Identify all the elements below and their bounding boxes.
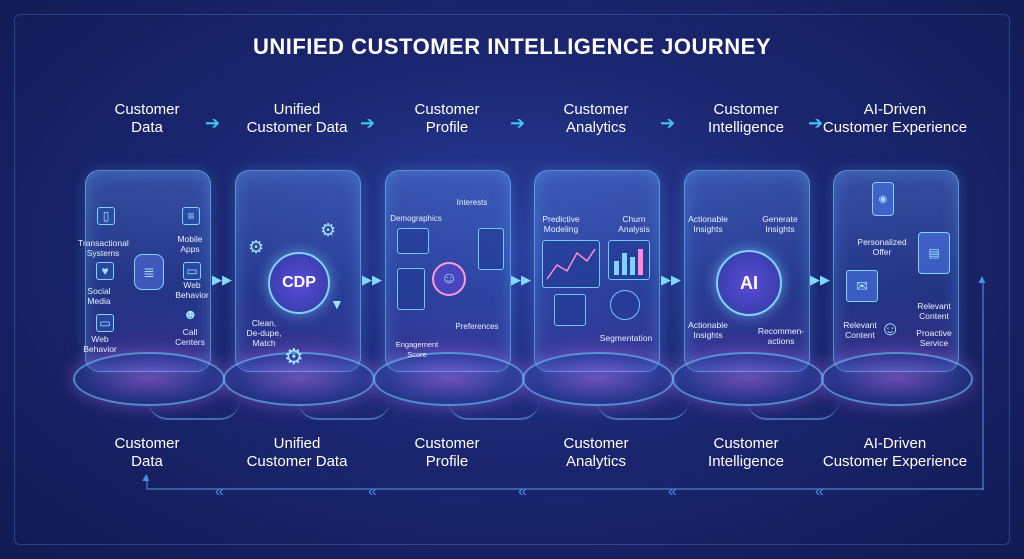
arrow-right-icon: ➔ xyxy=(660,113,676,133)
agent-icon: ☺ xyxy=(880,318,901,340)
return-loop-line xyxy=(148,488,984,490)
phone-icon: ▯ xyxy=(97,207,115,225)
monitor-icon: ▭ xyxy=(96,314,114,332)
return-loop-line xyxy=(982,280,984,490)
connector-chevron-icon: ▶▶ xyxy=(212,272,232,287)
database-icon: ≡ xyxy=(182,207,200,225)
ai-brain-core: AI xyxy=(716,250,782,316)
chevron-left-icon: « xyxy=(215,483,224,500)
database-icon: ≣ xyxy=(134,254,164,290)
flow-connector xyxy=(448,400,540,420)
pillar-base xyxy=(821,352,973,406)
chart-icon xyxy=(614,249,643,275)
flow-connector xyxy=(298,400,390,420)
envelope-icon: ✉ xyxy=(846,270,878,302)
data-card xyxy=(397,268,425,310)
person-icon: ☻ xyxy=(183,306,198,322)
tablet-icon: ▤ xyxy=(918,232,950,274)
profile-card xyxy=(397,228,429,254)
arrow-right-icon: ➔ xyxy=(360,113,376,133)
label-preferences: Preferences xyxy=(455,322,499,331)
filter-icon: ▼ xyxy=(330,296,344,312)
browser-icon: ▭ xyxy=(183,262,201,280)
return-loop-line xyxy=(146,475,148,490)
label-segmentation: Segmentation xyxy=(599,333,653,343)
label-clean-dedupe-match: Clean,De-dupe,Match xyxy=(246,318,282,348)
page-title: UNIFIED CUSTOMER INTELLIGENCE JOURNEY xyxy=(252,34,772,59)
chevron-left-icon: « xyxy=(668,483,677,500)
pillar-base xyxy=(522,352,674,406)
pillar-unified-customer-data xyxy=(235,170,361,372)
person-icon: ☺ xyxy=(432,262,466,296)
bar-chart-card xyxy=(554,294,586,326)
chevron-left-icon: « xyxy=(518,483,527,500)
connector-chevron-icon: ▶▶ xyxy=(810,272,830,287)
pillar-base xyxy=(672,352,824,406)
chevron-left-icon: « xyxy=(815,483,824,500)
chevron-left-icon: « xyxy=(368,483,377,500)
gear-icon: ⚙ xyxy=(248,237,265,257)
line-chart-card xyxy=(542,240,600,288)
flow-connector xyxy=(597,400,689,420)
flow-connector xyxy=(148,400,240,420)
gear-icon: ⚙ xyxy=(320,220,337,240)
label-demographics: Demographics xyxy=(390,214,442,223)
pillar-base xyxy=(373,352,525,406)
pillar-base xyxy=(73,352,225,406)
bar-chart-card xyxy=(608,240,650,280)
connector-chevron-icon: ▶▶ xyxy=(362,272,382,287)
connector-chevron-icon: ▶▶ xyxy=(661,272,681,287)
flow-connector xyxy=(747,400,839,420)
label-recommendations: Recommen-actions xyxy=(757,326,805,346)
phone-icon: ◉ xyxy=(872,182,894,216)
label-interests: Interests xyxy=(456,198,488,207)
arrow-right-icon: ➔ xyxy=(510,113,526,133)
connector-chevron-icon: ▶▶ xyxy=(511,272,531,287)
chart-card xyxy=(478,228,504,270)
arrow-right-icon: ➔ xyxy=(205,113,221,133)
gear-icon: ⚙ xyxy=(284,344,304,369)
cdp-core: CDP xyxy=(268,252,330,314)
chart-icon xyxy=(546,248,596,280)
arrow-up-icon: ▲ xyxy=(976,272,988,286)
arrow-up-icon: ▲ xyxy=(140,470,152,484)
arrow-right-icon: ➔ xyxy=(808,113,824,133)
pie-chart-icon xyxy=(610,290,640,320)
heart-icon: ♥ xyxy=(96,262,114,280)
